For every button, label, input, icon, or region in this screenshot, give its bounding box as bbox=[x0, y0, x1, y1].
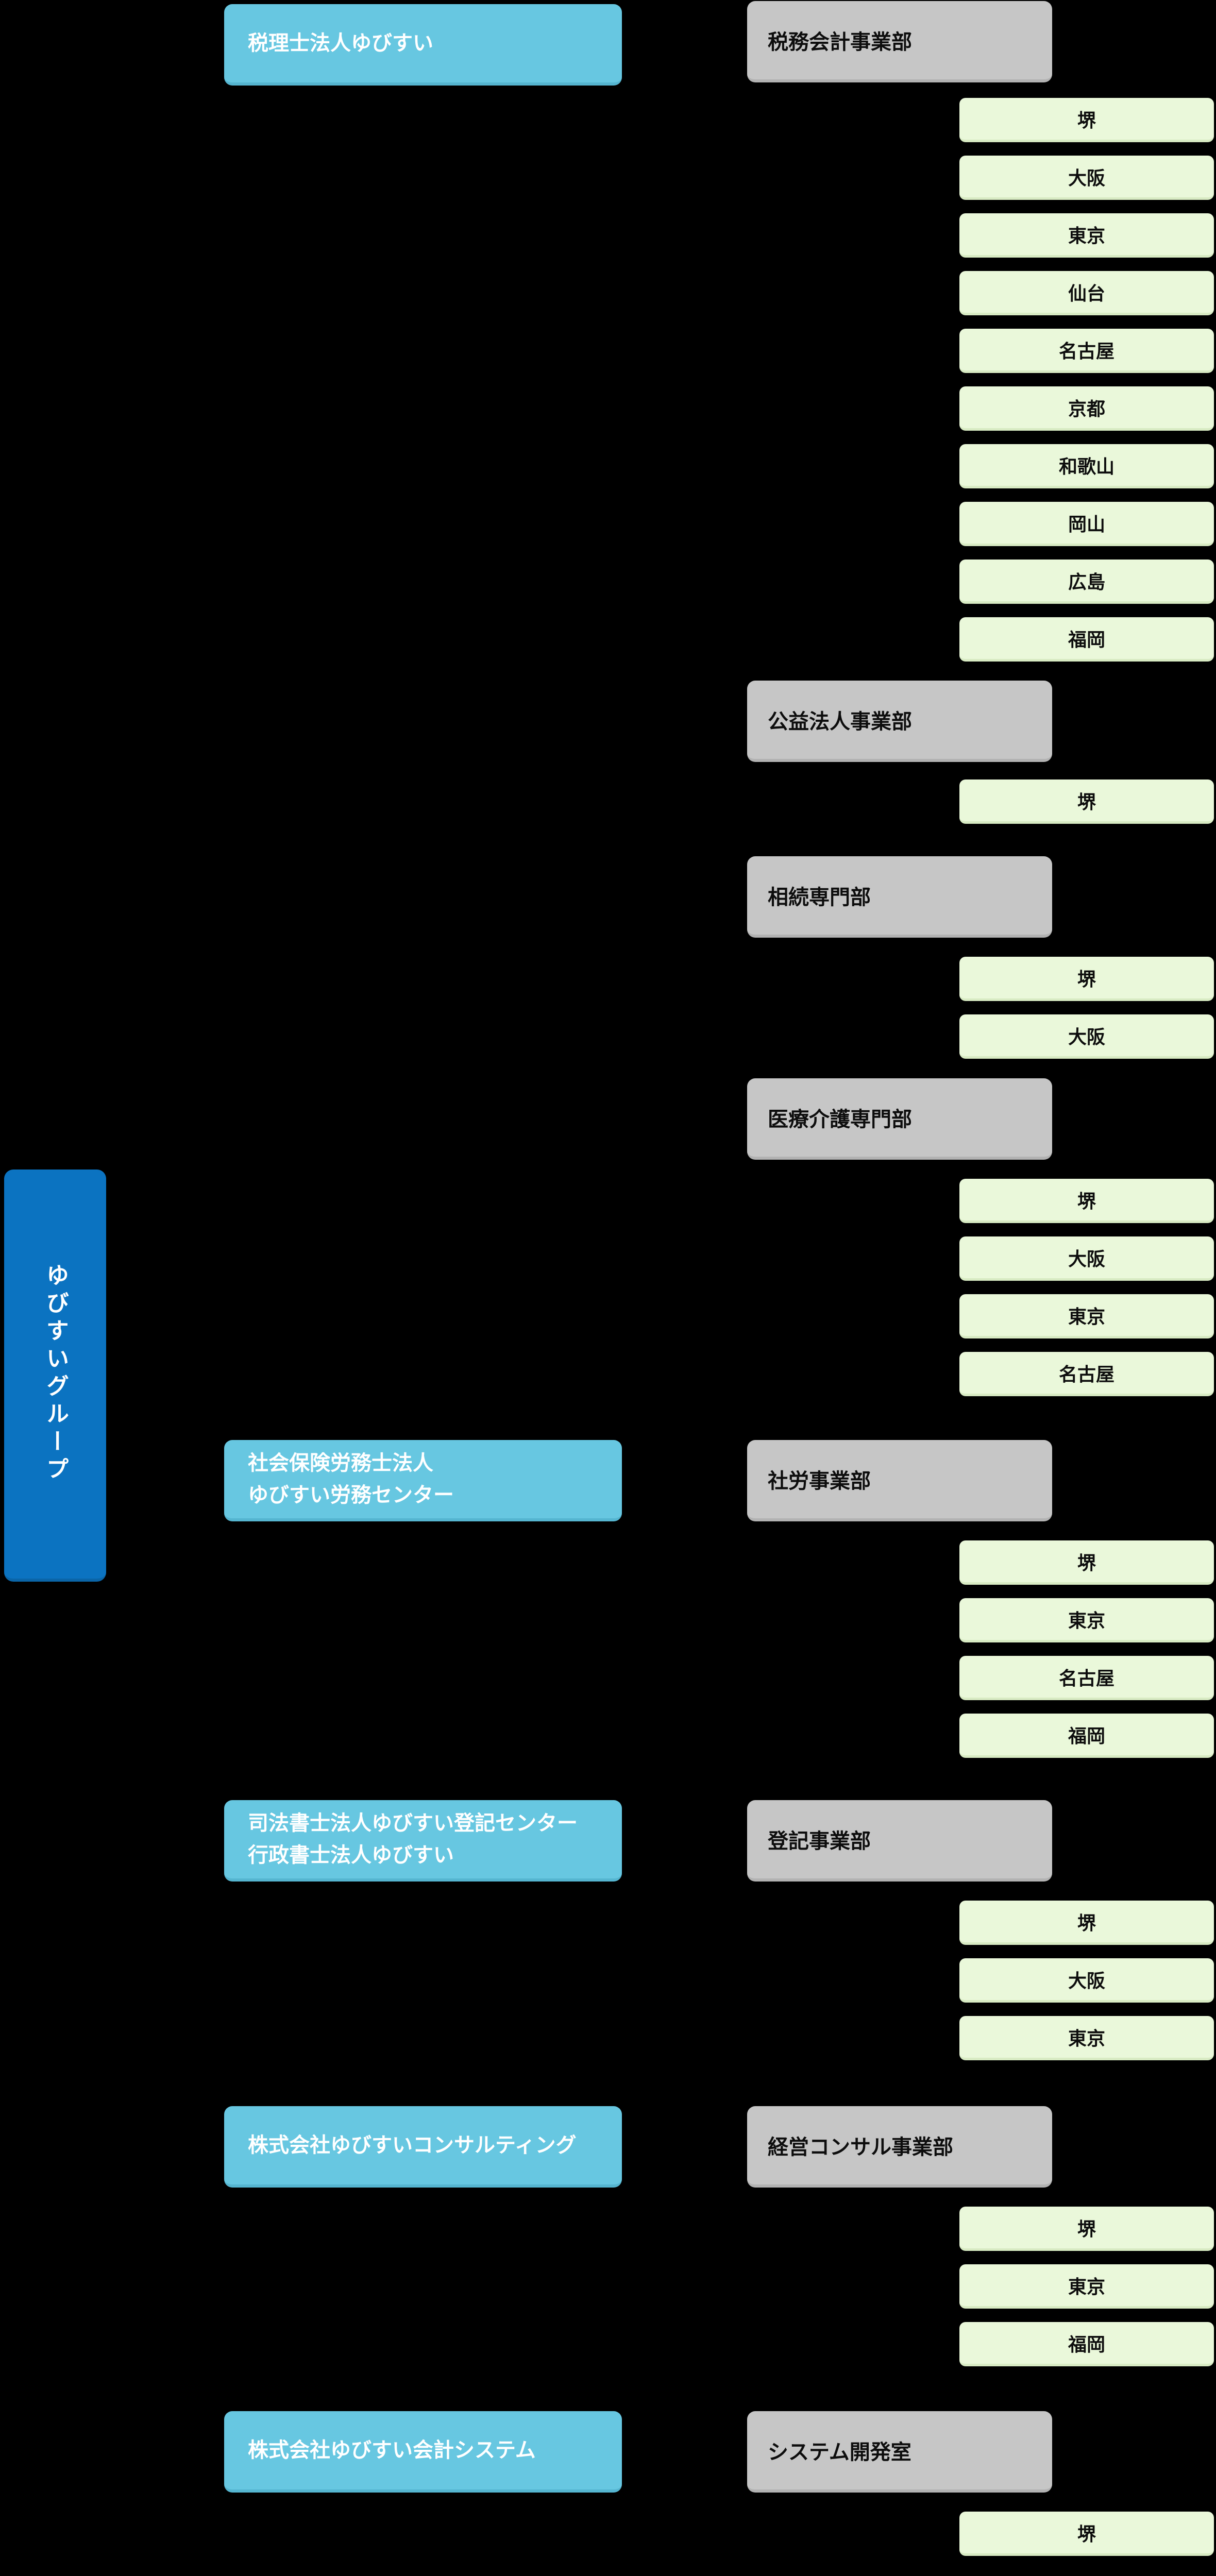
branch-box-tokyo: 東京 bbox=[959, 2264, 1214, 2309]
branch-box-fukuoka: 福岡 bbox=[959, 1714, 1214, 1758]
branch-box-nagoya: 名古屋 bbox=[959, 1352, 1214, 1396]
department-box-system-kaihatsu: システム開発室 bbox=[747, 2411, 1052, 2493]
branch-box-sakai: 堺 bbox=[959, 957, 1214, 1001]
company-label: ゆびすい労務センター bbox=[248, 1484, 454, 1506]
company-box-roumu-center: 社会保険労務士法人 ゆびすい労務センター bbox=[224, 1440, 622, 1521]
branch-box-kyoto: 京都 bbox=[959, 386, 1214, 431]
department-box-souzoku: 相続専門部 bbox=[747, 856, 1052, 938]
company-label: 株式会社ゆびすい会計システム bbox=[248, 2439, 536, 2462]
company-box-kaikei-system: 株式会社ゆびすい会計システム bbox=[224, 2411, 622, 2493]
department-box-zeimukaikei: 税務会計事業部 bbox=[747, 1, 1052, 82]
branch-box-sakai: 堺 bbox=[959, 2207, 1214, 2251]
company-box-consulting: 株式会社ゆびすいコンサルティング bbox=[224, 2106, 622, 2188]
branch-box-sakai: 堺 bbox=[959, 779, 1214, 824]
branch-box-osaka: 大阪 bbox=[959, 1958, 1214, 2003]
branch-box-fukuoka: 福岡 bbox=[959, 617, 1214, 662]
company-label: 税理士法人ゆびすい bbox=[248, 32, 433, 55]
department-box-koueki: 公益法人事業部 bbox=[747, 681, 1052, 762]
branch-box-hiroshima: 広島 bbox=[959, 560, 1214, 604]
branch-box-sendai: 仙台 bbox=[959, 271, 1214, 315]
branch-box-nagoya: 名古屋 bbox=[959, 329, 1214, 373]
branch-box-okayama: 岡山 bbox=[959, 502, 1214, 546]
company-label: 株式会社ゆびすいコンサルティング bbox=[248, 2134, 577, 2157]
branch-box-osaka: 大阪 bbox=[959, 1236, 1214, 1281]
branch-box-osaka: 大阪 bbox=[959, 156, 1214, 200]
company-label: 社会保険労務士法人 bbox=[248, 1452, 433, 1475]
branch-box-sakai: 堺 bbox=[959, 1179, 1214, 1223]
branch-box-tokyo: 東京 bbox=[959, 2016, 1214, 2060]
branch-box-sakai: 堺 bbox=[959, 1540, 1214, 1585]
company-label: 司法書士法人ゆびすい登記センター bbox=[248, 1812, 578, 1835]
company-box-touki-center: 司法書士法人ゆびすい登記センター 行政書士法人ゆびすい bbox=[224, 1800, 622, 1882]
branch-box-sakai: 堺 bbox=[959, 98, 1214, 142]
department-box-touki: 登記事業部 bbox=[747, 1800, 1052, 1882]
branch-box-tokyo: 東京 bbox=[959, 1598, 1214, 1642]
department-box-sharou: 社労事業部 bbox=[747, 1440, 1052, 1521]
department-box-keieiconsul: 経営コンサル事業部 bbox=[747, 2106, 1052, 2188]
branch-box-nagoya: 名古屋 bbox=[959, 1656, 1214, 1700]
branch-box-osaka: 大阪 bbox=[959, 1014, 1214, 1059]
branch-box-wakayama: 和歌山 bbox=[959, 444, 1214, 488]
branch-box-sakai: 堺 bbox=[959, 1901, 1214, 1945]
branch-box-sakai: 堺 bbox=[959, 2512, 1214, 2556]
branch-box-tokyo: 東京 bbox=[959, 213, 1214, 258]
company-box-zeirishi: 税理士法人ゆびすい bbox=[224, 4, 622, 86]
company-label: 行政書士法人ゆびすい bbox=[248, 1844, 454, 1867]
department-box-iryoukaigo: 医療介護専門部 bbox=[747, 1078, 1052, 1160]
branch-box-tokyo: 東京 bbox=[959, 1294, 1214, 1338]
group-root-box: ゆびすいグループ bbox=[4, 1170, 106, 1582]
branch-box-fukuoka: 福岡 bbox=[959, 2322, 1214, 2366]
